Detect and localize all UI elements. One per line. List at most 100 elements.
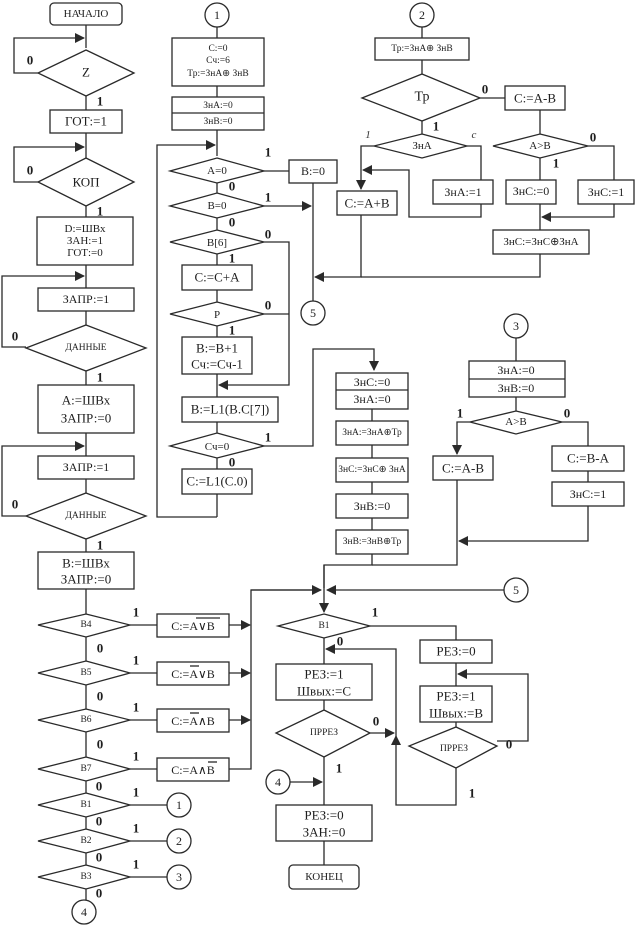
b2-label: B2	[80, 836, 91, 846]
load-a-line-1: A:=ШВх	[62, 393, 111, 408]
b4-no: 0	[97, 641, 104, 656]
prez-right-label: ПРРЕЗ	[440, 744, 468, 754]
connector-5-out-label: 5	[310, 306, 316, 320]
a-zero-yes: 1	[265, 145, 272, 160]
z-label: Z	[82, 65, 90, 80]
rez-c-box	[275, 663, 373, 701]
b-zero-label: B=0	[207, 200, 227, 212]
post-zna-box	[335, 420, 409, 446]
post-multiply: ЗнС:=0 ЗнА:=0 ЗнА:=ЗнА⊕Тр ЗнС:=ЗнС⊕ ЗнА …	[323, 372, 409, 588]
rez-c-line-2: Швых:=C	[297, 684, 351, 699]
multiply-branch: 1 C:=0 Сч:=6 Тр:=ЗнА⊕ ЗнВ ЗнА:=0 ЗнВ:=0 …	[156, 2, 379, 518]
connector-5-in-label: 5	[513, 583, 519, 597]
mul-signs-line-2: ЗнВ:=0	[204, 117, 233, 127]
end-terminal	[288, 864, 360, 890]
b3-no: 0	[96, 886, 103, 901]
dannye-a-label: ДАННЫЕ	[65, 343, 106, 353]
sub-a-gt-b-decision	[469, 410, 563, 435]
b5-no: 0	[97, 689, 104, 704]
znc-xor-text: ЗнС:=ЗнС⊕ЗнА	[503, 236, 578, 248]
kop-yes-label: 1	[97, 204, 104, 219]
b6-no: 0	[97, 737, 104, 752]
zna-decision	[373, 133, 470, 159]
shift-c-text: C:=L1(C.0)	[186, 474, 247, 489]
connector-2-out-label: 2	[176, 834, 182, 848]
znc1-text: ЗнС:=1	[588, 185, 625, 199]
kop-no-label: 0	[27, 163, 34, 178]
c-sub-text: C:=A-B	[514, 91, 556, 106]
sub-znc1-box	[551, 481, 625, 507]
b3-label: B3	[80, 872, 91, 882]
rez-b-line-1: РЕЗ:=1	[436, 689, 475, 704]
out-b1-no: 0	[337, 634, 344, 649]
post-znc-text: ЗнС:=ЗнС⊕ ЗнА	[338, 465, 406, 475]
output-section: 5 B1 1 0 РЕЗ:=0 РЕЗ:=1 Швых:=B ПРРЕЗ 0 1…	[251, 565, 529, 890]
finish-line-1: РЕЗ:=0	[304, 808, 343, 823]
sub-c-ab-box	[432, 455, 494, 481]
b7-label: B7	[80, 764, 91, 774]
connector-4-in-label: 4	[275, 775, 281, 789]
dannye-b-yes: 1	[97, 538, 104, 553]
b1-yes: 1	[133, 785, 140, 800]
post-znb-box	[335, 529, 409, 555]
b5-label: B5	[80, 668, 91, 678]
dannye-a-loop	[1, 271, 85, 348]
b4-label: B4	[80, 620, 91, 630]
sub-a-gt-b-label: A>B	[505, 416, 526, 428]
b5-yes: 1	[133, 653, 140, 668]
connector-2-out[interactable]	[166, 828, 192, 854]
connector-1-out[interactable]	[166, 792, 192, 818]
b-zero-yes: 1	[265, 190, 272, 205]
a-gt-b-label: A>B	[529, 140, 550, 152]
connector-4-out[interactable]	[71, 899, 97, 925]
a-zero-label: A=0	[207, 165, 227, 177]
count-zero-no: 0	[229, 455, 236, 470]
b2-no: 0	[96, 850, 103, 865]
mul-init-line-2: Сч:=6	[206, 56, 230, 66]
b6-bit-label: B[6]	[207, 237, 227, 249]
zna-yes: 1	[365, 129, 371, 141]
tr-no: 0	[482, 82, 489, 97]
connector-5-out[interactable]	[300, 300, 326, 326]
b4-yes: 1	[133, 605, 140, 620]
post-znb0-text: ЗнВ:=0	[354, 499, 391, 513]
connector-4-out-label: 4	[81, 905, 87, 919]
sub-a-gt-b-yes: 1	[457, 406, 464, 421]
zna-no: c	[472, 129, 477, 141]
shift-c-box	[181, 468, 253, 495]
zapr1b-text: ЗАПР:=1	[63, 460, 110, 474]
op-b5-text: C:=A∨B	[171, 667, 215, 681]
connector-3-out[interactable]	[166, 864, 192, 890]
op-b7-text: C:=A∧B	[171, 763, 215, 777]
post-signs-box	[335, 372, 409, 410]
z-yes-label: 1	[97, 94, 104, 109]
connector-3-out-label: 3	[176, 870, 182, 884]
prez-left-label: ПРРЕЗ	[310, 728, 338, 738]
b1-no: 0	[96, 814, 103, 829]
left-column: НАЧАЛО Z 0 1 ГОТ:=1 КОП 0 1 D:=ШВх ЗАН:=…	[1, 2, 320, 925]
znc1-box	[577, 179, 635, 205]
prez-right-yes: 1	[469, 786, 476, 801]
sub-signs-line-1: ЗнА:=0	[497, 363, 534, 377]
shift-b-text: B:=L1(B.C[7])	[191, 402, 269, 417]
zapr1a-text: ЗАПР:=1	[63, 292, 110, 306]
connector-2-in-label: 2	[419, 8, 425, 22]
b7-yes: 1	[133, 749, 140, 764]
sub-a-gt-b-no: 0	[564, 406, 571, 421]
post-znc-box	[335, 457, 409, 483]
b1-label: B1	[80, 800, 91, 810]
z-loop-line	[13, 33, 85, 74]
mul-init-box	[171, 37, 265, 87]
b3-yes: 1	[133, 857, 140, 872]
out-b1-label: B1	[318, 621, 329, 631]
add-branch: 2 Тр:=ЗнА⊕ ЗнВ Тр 0 1 C:=A-B ЗнА 1 c ЗнА…	[314, 2, 635, 282]
mul-loop-line	[156, 140, 217, 518]
init-line-3: ГОТ:=0	[67, 247, 103, 259]
got1-text: ГОТ:=1	[65, 114, 107, 129]
sub-signs-line-2: ЗнВ:=0	[498, 381, 535, 395]
prez-left-no: 0	[373, 714, 380, 729]
sub-c-ab-text: C:=A-B	[442, 461, 484, 476]
post-signs-line-1: ЗнС:=0	[354, 375, 391, 389]
shift-b-box	[181, 396, 279, 423]
